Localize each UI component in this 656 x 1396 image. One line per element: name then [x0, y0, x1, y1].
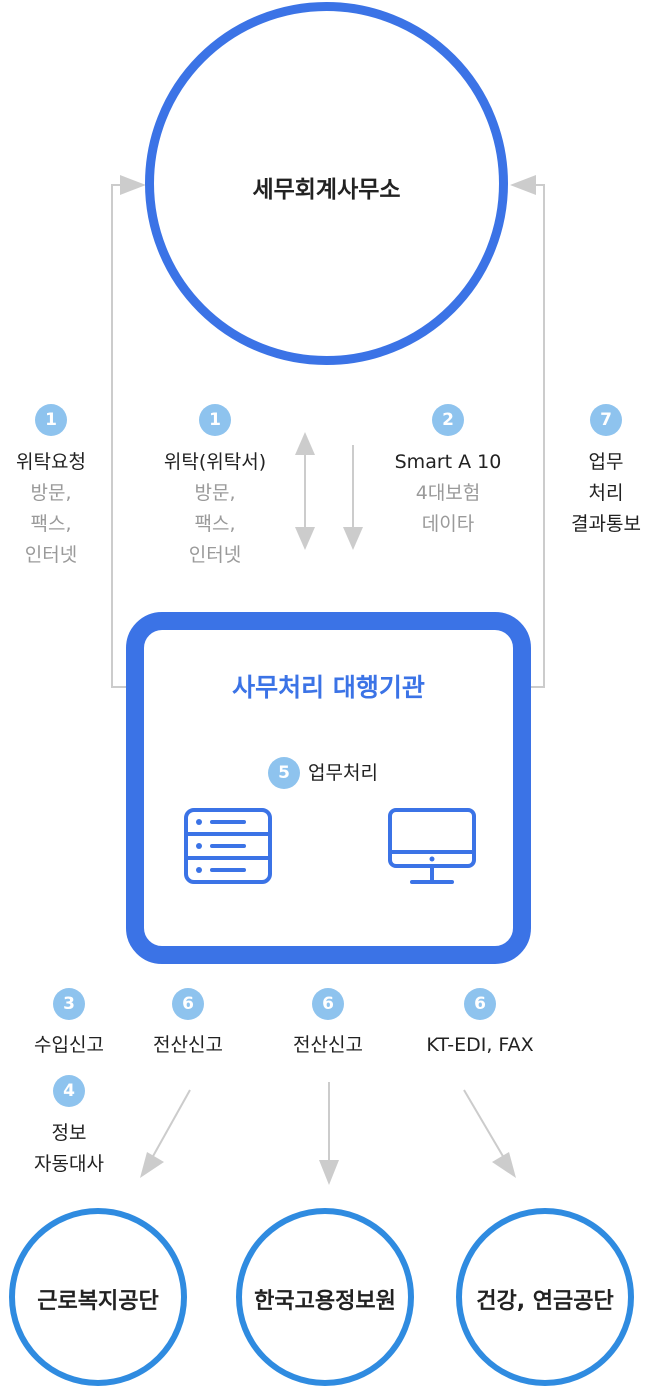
- step-label-smart-a: Smart A 10 4대보험 데이타: [385, 447, 511, 540]
- step-text: 자동대사: [34, 1153, 104, 1175]
- institution-circle-health-pension: [456, 1208, 634, 1386]
- step-text: 전산신고: [153, 1034, 223, 1056]
- to-institution-2-arrowhead: [319, 1160, 339, 1185]
- step-label-commission: 위탁(위탁서) 방문, 팩스, 인터넷: [150, 447, 280, 571]
- step-text: 업무: [588, 451, 624, 473]
- institution-circle-employment: [236, 1208, 414, 1386]
- right-bracket-arrowhead: [510, 175, 536, 195]
- agency-title: 사무처리 대행기관: [232, 673, 425, 702]
- institution-label: 근로복지공단: [37, 1289, 159, 1314]
- step-text: Smart A 10: [394, 451, 502, 473]
- step-label-electronic-2: 전산신고: [278, 1030, 378, 1061]
- step-subtext: 인터넷: [24, 544, 78, 566]
- step-text: 처리: [588, 482, 624, 504]
- monitor-icon: [388, 808, 476, 884]
- step-label-request: 위탁요청 방문, 팩스, 인터넷: [0, 447, 102, 571]
- step-badge: 4: [53, 1075, 85, 1107]
- step-subtext: 팩스,: [30, 513, 72, 535]
- step-badge: 3: [53, 988, 85, 1020]
- step-subtext: 4대보험: [415, 482, 481, 504]
- step-label-import: 수입신고: [18, 1030, 120, 1061]
- institution-label: 한국고용정보원: [254, 1289, 396, 1314]
- step-label-matching: 정보 자동대사: [18, 1118, 120, 1180]
- step-badge: 2: [432, 404, 464, 436]
- server-icon: [184, 808, 272, 884]
- step-badge: 1: [199, 404, 231, 436]
- step-subtext: 방문,: [30, 482, 72, 504]
- step-subtext: 인터넷: [188, 544, 242, 566]
- left-bracket-arrowhead: [120, 175, 146, 195]
- step-label-electronic-1: 전산신고: [138, 1030, 238, 1061]
- step-text: 정보: [51, 1122, 87, 1144]
- step-label-result: 업무 처리 결과통보: [560, 447, 652, 540]
- step-badge: 6: [464, 988, 496, 1020]
- institution-circle-welfare: [9, 1208, 187, 1386]
- step-text: 수입신고: [34, 1034, 104, 1056]
- step-badge: 6: [312, 988, 344, 1020]
- right-bracket-line: [531, 184, 545, 688]
- to-institution-3-arrowhead: [492, 1152, 516, 1178]
- tax-office-label: 세무회계사무소: [252, 177, 401, 203]
- step-badge: 7: [590, 404, 622, 436]
- to-institution-3-line: [463, 1089, 505, 1159]
- to-institution-1-line: [151, 1089, 191, 1159]
- step-text: KT-EDI, FAX: [426, 1034, 534, 1056]
- process-label: 업무처리: [308, 762, 378, 784]
- tax-office-circle: [145, 2, 508, 365]
- step-badge: 6: [172, 988, 204, 1020]
- step-subtext: 방문,: [194, 482, 236, 504]
- step-subtext: 팩스,: [194, 513, 236, 535]
- step-badge: 5: [268, 757, 300, 789]
- down-arrow-head: [343, 527, 363, 550]
- step-text: 위탁(위탁서): [163, 451, 267, 473]
- step-label-kt-edi: KT-EDI, FAX: [410, 1030, 550, 1061]
- step-subtext: 데이타: [421, 513, 475, 535]
- to-institution-1-arrowhead: [140, 1152, 164, 1178]
- step-badge: 1: [35, 404, 67, 436]
- step-text: 위탁요청: [16, 451, 86, 473]
- agency-box: [126, 612, 531, 964]
- institution-label: 건강, 연금공단: [476, 1289, 614, 1314]
- double-arrow-up-head: [295, 432, 315, 455]
- step-text: 결과통보: [571, 513, 641, 535]
- step-text: 전산신고: [293, 1034, 363, 1056]
- double-arrow-down-head: [295, 527, 315, 550]
- left-bracket-line: [111, 184, 126, 688]
